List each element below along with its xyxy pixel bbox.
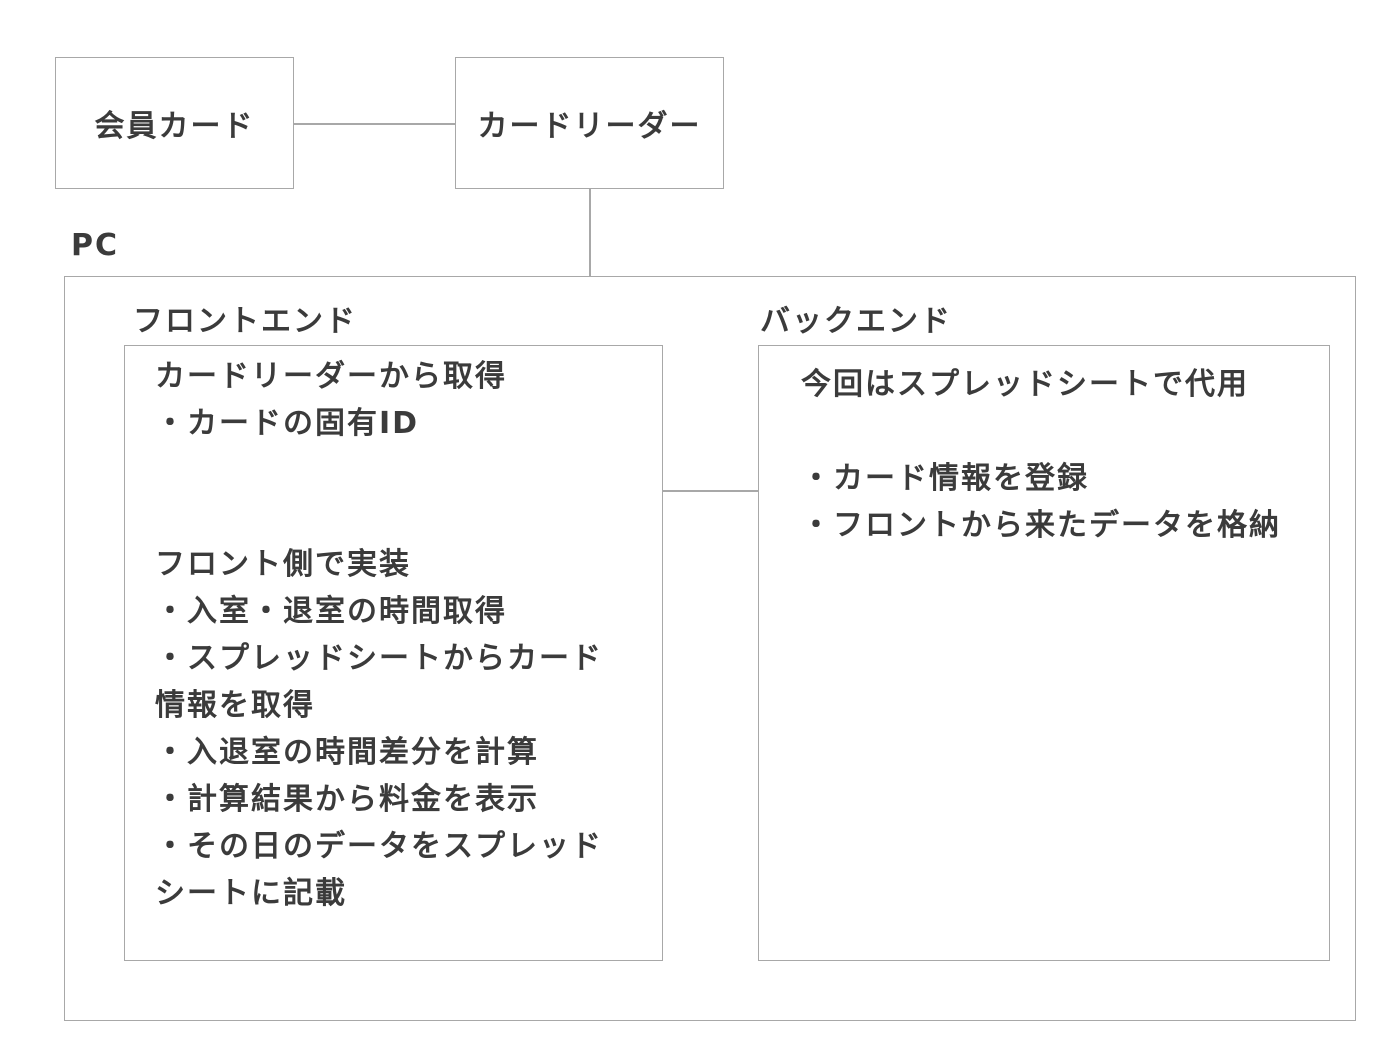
- text-line: ・入退室の時間差分を計算: [155, 735, 539, 770]
- backend-title: バックエンド: [760, 304, 952, 339]
- frontend-title: フロントエンド: [133, 304, 357, 339]
- text-line: ・計算結果から料金を表示: [155, 782, 539, 817]
- reader-to-pc-connector: [589, 188, 591, 277]
- frontend-to-backend-connector: [662, 490, 759, 492]
- text-line: ・カードの固有ID: [155, 406, 420, 441]
- text-line: [801, 408, 1281, 455]
- text-line: ・その日のデータをスプレッド: [155, 829, 603, 864]
- card-reader-label: カードリーダー: [477, 109, 702, 144]
- card-reader-node[interactable]: カードリーダー: [455, 57, 724, 189]
- member-card-node[interactable]: 会員カード: [55, 57, 294, 189]
- text-line: [155, 447, 603, 494]
- text-line: 今回はスプレッドシートで代用: [801, 367, 1249, 402]
- text-line: カードリーダーから取得: [155, 359, 507, 394]
- text-line: [155, 494, 603, 541]
- text-line: ・フロントから来たデータを格納: [801, 508, 1281, 543]
- member-card-to-reader-connector: [293, 123, 455, 125]
- text-line: ・スプレッドシートからカード: [155, 641, 603, 676]
- backend-text: 今回はスプレッドシートで代用・カード情報を登録・フロントから来たデータを格納: [801, 361, 1281, 549]
- text-line: ・入室・退室の時間取得: [155, 594, 507, 629]
- text-line: ・カード情報を登録: [801, 461, 1089, 496]
- text-line: 情報を取得: [155, 688, 315, 723]
- pc-label: PC: [71, 228, 120, 263]
- backend-box[interactable]: 今回はスプレッドシートで代用・カード情報を登録・フロントから来たデータを格納: [758, 345, 1330, 961]
- text-line: シートに記載: [155, 876, 347, 911]
- member-card-label: 会員カード: [94, 109, 255, 144]
- text-line: フロント側で実装: [155, 547, 411, 582]
